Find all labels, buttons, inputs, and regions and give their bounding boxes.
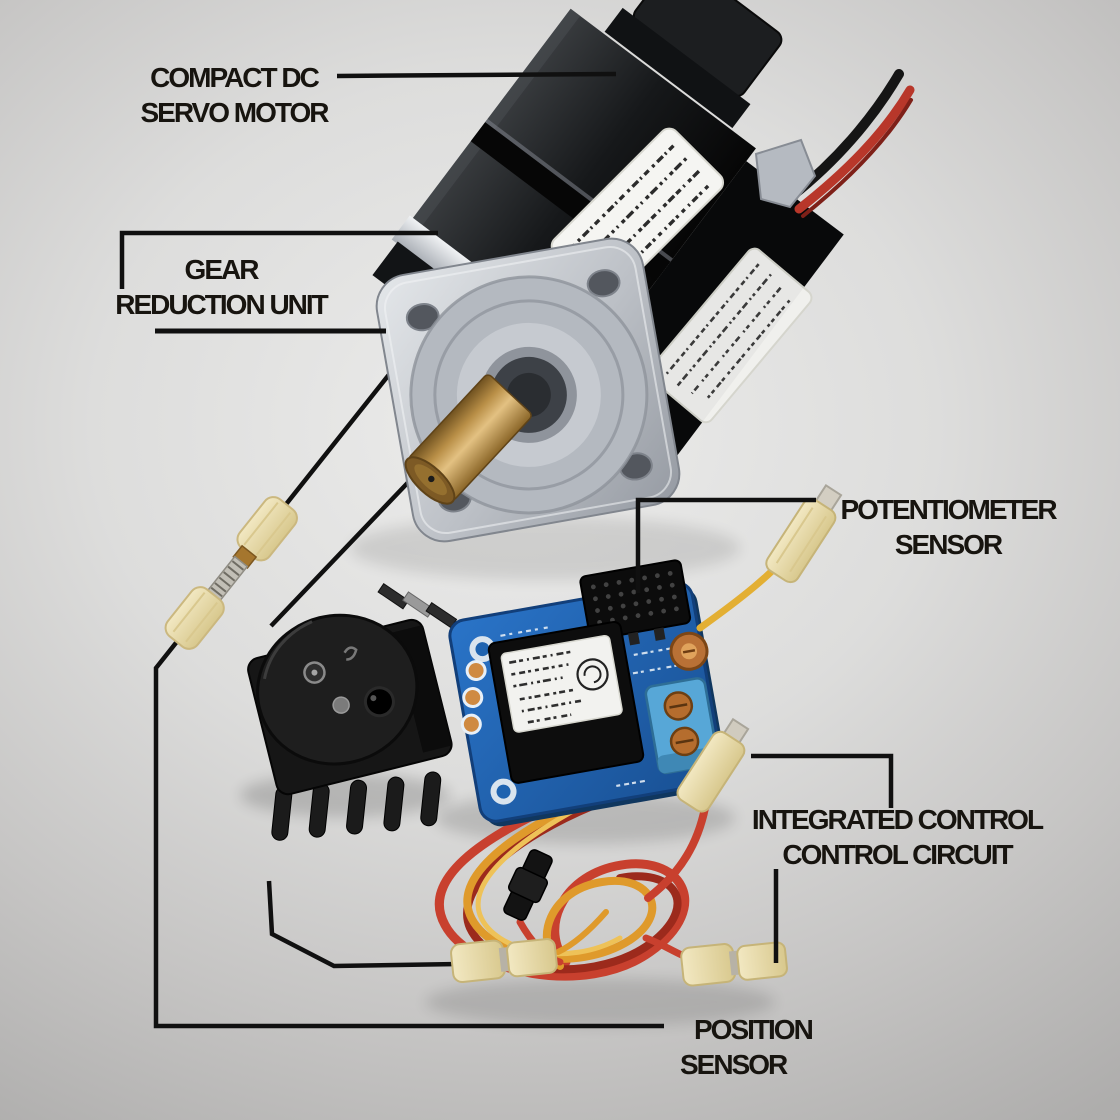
leader-line-control-upper — [751, 753, 894, 808]
disc-highlight — [263, 620, 313, 680]
motor-power-wires — [787, 69, 915, 218]
label-integrated-control-circuit: INTEGRATED CONTROL CONTROL CIRCUIT — [744, 802, 1050, 872]
upper-right-connector-shell — [676, 730, 746, 813]
relay-label-swirl-inner — [583, 665, 602, 684]
connector-facets-top — [243, 502, 292, 556]
motor-body-highlight — [410, 8, 581, 229]
ic-leg — [653, 627, 666, 641]
label-compact-dc-servo-motor: COMPACT DC SERVO MOTOR — [126, 60, 342, 130]
right-connector-a — [680, 943, 737, 987]
trimpot-slot — [682, 649, 696, 654]
leader-line-gear-unit — [119, 230, 438, 289]
spade-shell — [765, 497, 837, 584]
connector-shell-bottom — [164, 586, 225, 650]
cable-tie-buckle — [507, 866, 549, 904]
left-connector-a — [450, 939, 506, 984]
shaft-center-dot — [428, 475, 435, 483]
upper-right-connector — [676, 717, 750, 813]
label-line-2: SENSOR — [894, 529, 1003, 560]
sensor-top-pins — [377, 582, 458, 629]
ic-leg — [627, 631, 640, 646]
right-connector-b — [736, 941, 788, 981]
label-line-2: SERVO MOTOR — [140, 97, 329, 128]
label-line-2: CONTROL CIRCUIT — [782, 839, 1013, 870]
motor-wire-red — [794, 85, 915, 214]
motor-spec-label-side — [647, 247, 813, 424]
inline-wire-connector — [164, 496, 298, 650]
trimpot — [669, 631, 709, 671]
disc-lens — [363, 686, 395, 718]
disc-squiggle-mark — [343, 646, 358, 661]
label-position-sensor: POSITION SENSOR — [680, 1012, 900, 1082]
harness-wire-orange — [463, 799, 657, 970]
position-sensor-unit — [247, 582, 458, 841]
label-line-1: POTENTIOMETER — [840, 494, 1057, 525]
harness-wire-yellow — [475, 803, 623, 957]
motor-rear-step — [604, 7, 751, 129]
ic-chip — [579, 559, 692, 650]
sensor-rotor-disc — [256, 613, 419, 766]
disc-silver-dot — [332, 696, 350, 714]
label-potentiometer-sensor: POTENTIOMETER SENSOR — [830, 492, 1066, 562]
label-gear-reduction-unit: GEAR REDUCTION UNIT — [98, 252, 344, 322]
motor-wire-red-shade — [801, 98, 913, 218]
left-connector-b — [506, 938, 558, 978]
left-connector-pair — [450, 938, 558, 984]
leader-line-sensor-to-connector — [266, 880, 460, 969]
right-connector-pair — [680, 941, 788, 987]
harness-wire-to-upper-connector — [644, 804, 709, 902]
spade-facets — [775, 507, 827, 573]
harness-wire-left-orange — [555, 909, 609, 955]
label-line-2: REDUCTION UNIT — [115, 289, 329, 320]
relay — [487, 620, 645, 784]
motor-wire-clamp — [754, 138, 817, 209]
harness-wire-red-1 — [434, 795, 690, 981]
label-line-1: COMPACT DC — [150, 62, 320, 93]
label-line-1: POSITION — [694, 1014, 814, 1045]
terminal-screw-slot — [675, 738, 694, 745]
leader-line-servo-motor — [336, 71, 617, 79]
label-line-1: INTEGRATED CONTROL — [751, 804, 1044, 835]
spade-connector-yellow-wire — [765, 483, 843, 584]
connector-facets-bottom — [172, 592, 218, 643]
disc-metal-dot-center — [311, 669, 318, 676]
terminal-screw-slot — [669, 703, 688, 709]
pcb-solder-pads — [460, 660, 487, 735]
control-circuit-board — [448, 559, 728, 827]
disc-lens-glint — [370, 695, 377, 702]
relay-label-swirl — [576, 658, 609, 691]
servo-motor — [372, 0, 915, 543]
flange-chamfer — [383, 245, 673, 535]
cable-tie — [503, 849, 553, 921]
leader-lines-over — [119, 71, 894, 963]
relay-label-print — [509, 650, 582, 724]
leader-line-shaft-to-sensor — [269, 470, 420, 628]
sensor-bottom-pins — [271, 771, 442, 841]
label-line-1: GEAR — [184, 254, 260, 285]
leader-line-potentiometer — [635, 497, 816, 593]
connector-coil-lines — [210, 560, 244, 598]
label-line-2: SENSOR — [680, 1049, 788, 1080]
output-shaft — [404, 374, 532, 505]
